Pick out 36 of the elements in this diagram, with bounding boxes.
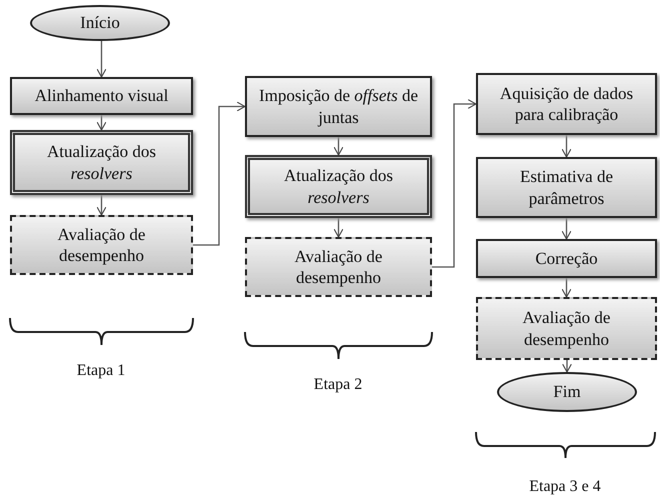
node-label: Alinhamento visual	[34, 85, 170, 107]
node-label: Fim	[552, 381, 582, 403]
arrow	[561, 278, 572, 298]
process-box	[476, 239, 657, 278]
process-box	[10, 77, 193, 115]
process-box	[10, 130, 193, 195]
node-label: Avaliação de desempenho	[294, 246, 384, 288]
node-label: Imposição de offsets de juntas	[258, 85, 420, 128]
arrow	[333, 218, 344, 238]
node-label: Aquisição de dados para calibração	[498, 82, 634, 126]
process-box	[476, 157, 657, 218]
node-label: Correção	[534, 248, 599, 270]
arrow	[96, 115, 107, 131]
node-label: Atualização dos resolvers	[282, 165, 394, 208]
node-label: Avaliação de desempenho	[522, 307, 612, 350]
arrow	[193, 101, 246, 246]
arrow	[96, 41, 107, 78]
arrow	[96, 195, 107, 216]
arrow	[432, 98, 477, 268]
process-box	[245, 76, 432, 137]
arrow	[333, 137, 344, 156]
stage-label: Etapa 1	[76, 362, 126, 380]
evaluation-box	[10, 215, 193, 275]
node-label: Estimativa de parâmetros	[518, 166, 614, 209]
node-label: Início	[79, 12, 121, 34]
process-box	[245, 155, 432, 218]
node-label: Avaliação de desempenho	[56, 224, 146, 266]
evaluation-box	[476, 297, 657, 360]
evaluation-box	[245, 237, 432, 297]
arrow	[561, 218, 572, 240]
arrow	[561, 135, 572, 158]
stage-label: Etapa 2	[314, 376, 362, 394]
process-box	[476, 73, 657, 135]
arrow	[562, 360, 572, 373]
node-label: Atualização dos resolvers	[46, 141, 158, 184]
stage-label: Etapa 3 e 4	[529, 478, 601, 496]
